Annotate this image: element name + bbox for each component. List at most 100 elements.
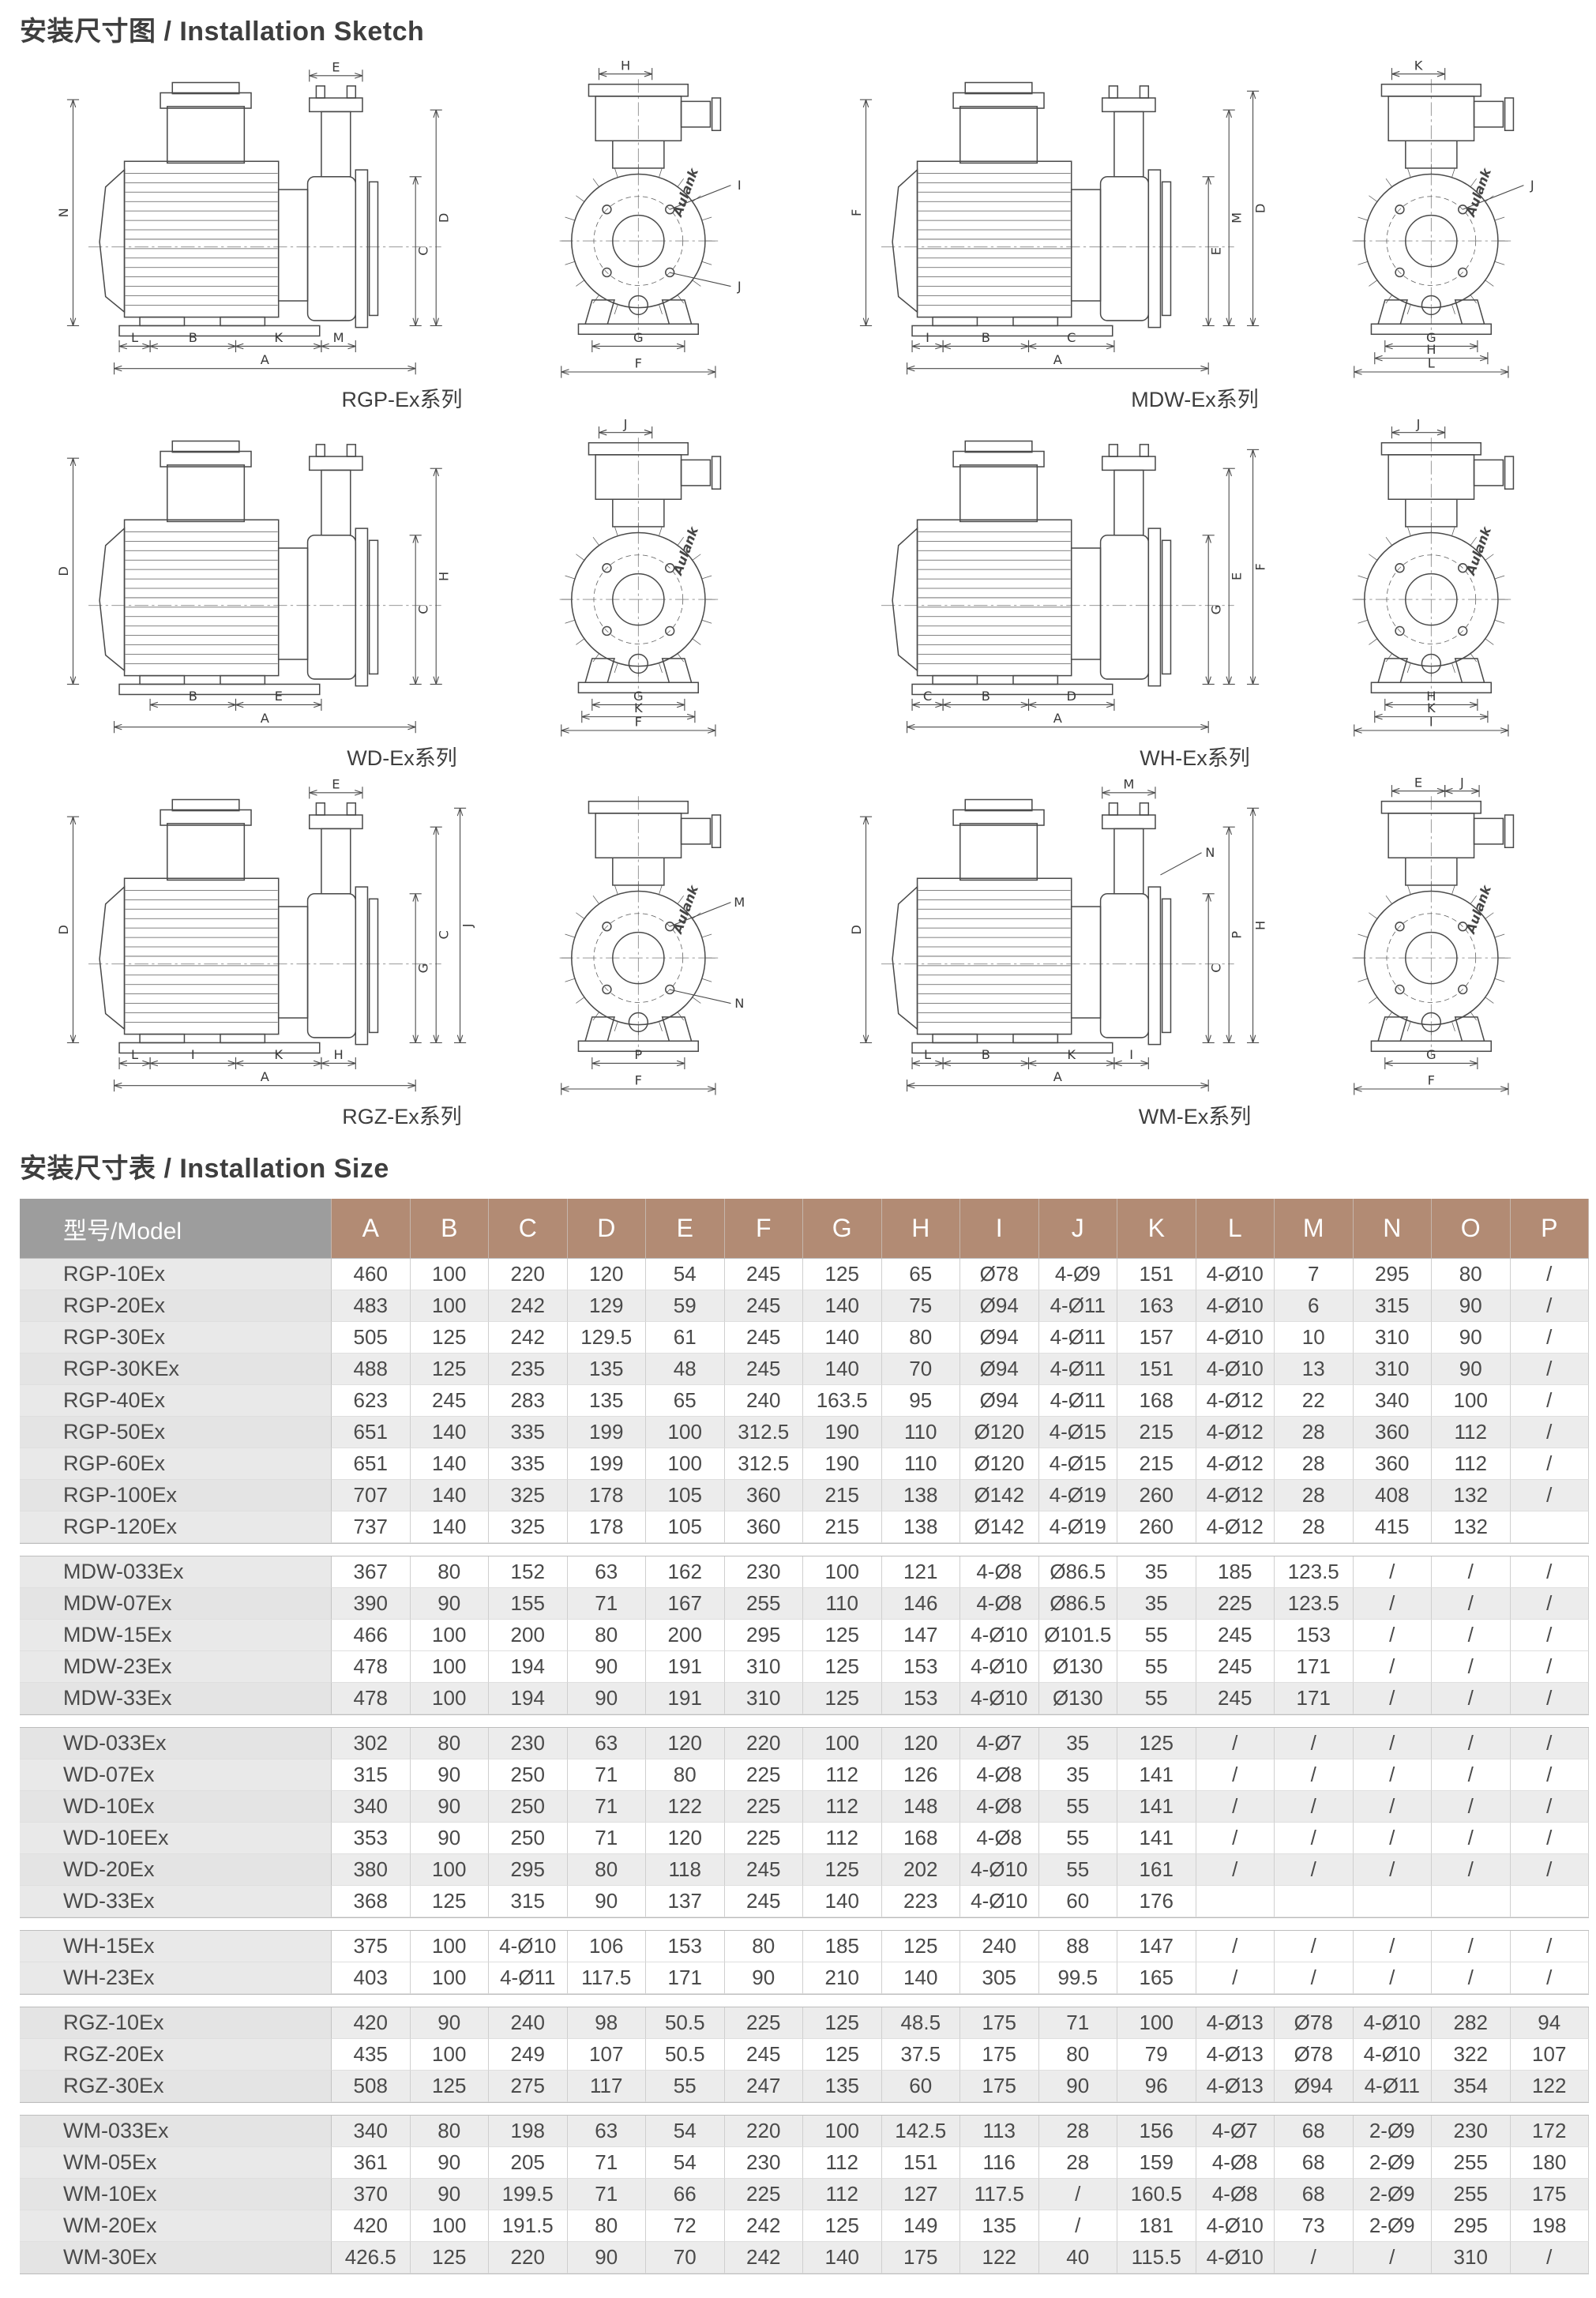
value-cell-n: / bbox=[1353, 1962, 1432, 1994]
svg-text:K: K bbox=[274, 1047, 283, 1062]
value-cell-g: 112 bbox=[803, 1759, 882, 1791]
value-cell-f: 295 bbox=[724, 1620, 803, 1651]
value-cell-p: / bbox=[1510, 1620, 1589, 1651]
value-cell-k: 151 bbox=[1117, 1259, 1196, 1290]
value-cell-k: 141 bbox=[1117, 1759, 1196, 1791]
value-cell-d: 71 bbox=[567, 2147, 646, 2179]
value-cell-m: Ø78 bbox=[1275, 2039, 1354, 2071]
value-cell-i: 117.5 bbox=[960, 2179, 1039, 2210]
value-cell-d: 90 bbox=[567, 1683, 646, 1714]
value-cell-g: 140 bbox=[803, 1322, 882, 1354]
value-cell-i: 175 bbox=[960, 2071, 1039, 2102]
value-cell-f: 225 bbox=[724, 2179, 803, 2210]
value-cell-g: 190 bbox=[803, 1417, 882, 1448]
value-cell-d: 80 bbox=[567, 2210, 646, 2242]
value-cell-o: / bbox=[1432, 1683, 1511, 1714]
sketch-series-label: RGZ-Ex系列 bbox=[342, 1105, 462, 1128]
value-cell-l: 4-Ø13 bbox=[1196, 2039, 1275, 2071]
value-cell-g: 125 bbox=[803, 2039, 882, 2071]
value-cell-a: 488 bbox=[332, 1354, 411, 1385]
value-cell-i: 175 bbox=[960, 2039, 1039, 2071]
svg-text:M: M bbox=[734, 895, 745, 910]
value-cell-e: 137 bbox=[646, 1886, 725, 1917]
svg-text:A: A bbox=[1053, 711, 1062, 726]
svg-text:F: F bbox=[1428, 1073, 1435, 1088]
svg-text:B: B bbox=[982, 1047, 990, 1062]
value-cell-d: 80 bbox=[567, 1854, 646, 1886]
value-cell-d: 98 bbox=[567, 2007, 646, 2039]
value-cell-c: 315 bbox=[489, 1886, 568, 1917]
model-cell: MDW-07Ex bbox=[20, 1588, 332, 1620]
svg-text:A: A bbox=[261, 711, 269, 726]
value-cell-j: 71 bbox=[1038, 2007, 1117, 2039]
value-cell-k: 215 bbox=[1117, 1417, 1196, 1448]
value-cell-l: 245 bbox=[1196, 1683, 1275, 1714]
value-cell-c: 240 bbox=[489, 2007, 568, 2039]
value-cell-m: Ø94 bbox=[1275, 2071, 1354, 2102]
column-header-f: F bbox=[724, 1199, 803, 1258]
value-cell-l: 4-Ø10 bbox=[1196, 1259, 1275, 1290]
value-cell-g: 112 bbox=[803, 1791, 882, 1823]
value-cell-p: / bbox=[1510, 1651, 1589, 1683]
value-cell-f: 245 bbox=[724, 1854, 803, 1886]
svg-text:N: N bbox=[734, 996, 744, 1011]
model-cell: WM-10Ex bbox=[20, 2179, 332, 2210]
value-cell-h: 202 bbox=[881, 1854, 960, 1886]
value-cell-c: 242 bbox=[489, 1290, 568, 1322]
value-cell-k: 163 bbox=[1117, 1290, 1196, 1322]
value-cell-c: 295 bbox=[489, 1854, 568, 1886]
value-cell-g: 125 bbox=[803, 1683, 882, 1714]
svg-text:C: C bbox=[415, 605, 430, 614]
value-cell-a: 707 bbox=[332, 1480, 411, 1511]
model-cell: WH-23Ex bbox=[20, 1962, 332, 1994]
svg-text:L: L bbox=[1428, 356, 1435, 371]
value-cell-p: / bbox=[1510, 1588, 1589, 1620]
value-cell-f: 245 bbox=[724, 1259, 803, 1290]
value-cell-a: 478 bbox=[332, 1651, 411, 1683]
value-cell-l: 4-Ø12 bbox=[1196, 1417, 1275, 1448]
value-cell-m: 13 bbox=[1275, 1354, 1354, 1385]
value-cell-a: 505 bbox=[332, 1322, 411, 1354]
value-cell-a: 651 bbox=[332, 1448, 411, 1480]
value-cell-i: 4-Ø10 bbox=[960, 1651, 1039, 1683]
value-cell-j: 40 bbox=[1038, 2242, 1117, 2274]
value-cell-j: 4-Ø19 bbox=[1038, 1511, 1117, 1543]
value-cell-i: 122 bbox=[960, 2242, 1039, 2274]
value-cell-f: 80 bbox=[724, 1931, 803, 1962]
column-header-c: C bbox=[489, 1199, 568, 1258]
value-cell-c: 220 bbox=[489, 2242, 568, 2274]
value-cell-i: Ø94 bbox=[960, 1354, 1039, 1385]
svg-text:I: I bbox=[926, 330, 929, 345]
value-cell-g: 100 bbox=[803, 2116, 882, 2147]
value-cell-p bbox=[1510, 1886, 1589, 1917]
value-cell-e: 54 bbox=[646, 1259, 725, 1290]
value-cell-p: 107 bbox=[1510, 2039, 1589, 2071]
value-cell-h: 175 bbox=[881, 2242, 960, 2274]
model-cell: WH-15Ex bbox=[20, 1931, 332, 1962]
model-cell: RGP-30KEx bbox=[20, 1354, 332, 1385]
value-cell-m: 68 bbox=[1275, 2179, 1354, 2210]
svg-text:F: F bbox=[635, 1073, 642, 1088]
model-cell: RGP-20Ex bbox=[20, 1290, 332, 1322]
value-cell-c: 194 bbox=[489, 1651, 568, 1683]
value-cell-n: 2-Ø9 bbox=[1353, 2210, 1432, 2242]
value-cell-n: 2-Ø9 bbox=[1353, 2147, 1432, 2179]
value-cell-k: 215 bbox=[1117, 1448, 1196, 1480]
svg-text:M: M bbox=[333, 330, 344, 345]
value-cell-c: 205 bbox=[489, 2147, 568, 2179]
value-cell-l: / bbox=[1196, 1791, 1275, 1823]
value-cell-n: / bbox=[1353, 1931, 1432, 1962]
value-cell-o: / bbox=[1432, 1962, 1511, 1994]
value-cell-c: 325 bbox=[489, 1480, 568, 1511]
value-cell-f: 242 bbox=[724, 2210, 803, 2242]
